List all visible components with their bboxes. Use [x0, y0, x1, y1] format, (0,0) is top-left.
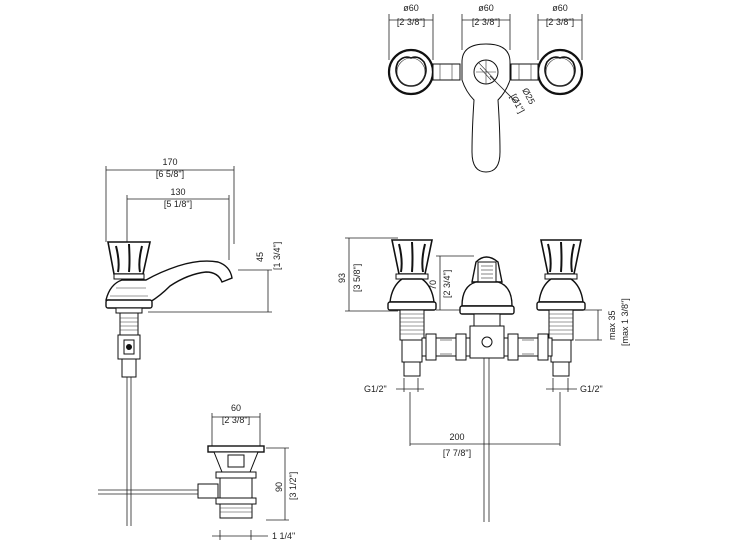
- top-center-handle-dim-metric: ø60: [478, 3, 494, 13]
- top-center-handle-dim-imperial: [2 3/8"]: [472, 17, 500, 27]
- side-height-imperial: [1 3/4"]: [272, 242, 282, 270]
- top-right-handle-dim-imperial: [2 3/8"]: [546, 17, 574, 27]
- side-overall-width-imperial: [6 5/8"]: [156, 169, 184, 179]
- top-left-handle: [387, 48, 435, 96]
- front-thread-left-label: G1/2": [364, 384, 387, 394]
- front-connector-pipes: [421, 333, 553, 361]
- front-centers-imperial: [7 7/8"]: [443, 448, 471, 458]
- front-right-valve: [536, 239, 586, 377]
- front-centers-metric: 200: [449, 432, 464, 442]
- front-max-imperial: [max 1 3/8"]: [620, 298, 630, 346]
- side-shank: [115, 307, 143, 526]
- front-spout-height-imperial: [2 3/4"]: [442, 270, 452, 298]
- top-left-handle-dim-metric: ø60: [403, 3, 419, 13]
- drain-width-metric: 60: [231, 403, 241, 413]
- drain-thread-label: 1 1/4": [272, 531, 295, 541]
- top-view: ø60 [2 3/8"] ø60 [2 3/8"] ø60 [2 3/8"] Ø…: [387, 3, 584, 173]
- top-right-handle: [536, 48, 584, 96]
- front-left-valve: [387, 239, 437, 377]
- top-dimension-lines: [388, 14, 583, 103]
- side-handle: [107, 241, 151, 280]
- side-view: 170 [6 5/8"] 130 [5 1/8"] 45 [1 3/4"]: [105, 157, 282, 526]
- side-spout-reach-imperial: [5 1/8"]: [164, 199, 192, 209]
- top-right-handle-dim-metric: ø60: [552, 3, 568, 13]
- front-max-metric: max 35: [607, 310, 617, 340]
- front-thread-right-label: G1/2": [580, 384, 603, 394]
- drain-width-imperial: [2 3/8"]: [222, 415, 250, 425]
- drain-height-imperial: [3 1/2"]: [288, 472, 298, 500]
- side-overall-width-metric: 170: [162, 157, 177, 167]
- top-center-lever: [461, 43, 511, 173]
- front-view: 93 [3 5/8"] 70 [2 3/4"] max 35 [max 1 3/…: [337, 237, 630, 522]
- front-center-spout: [459, 256, 515, 522]
- drain-height-metric: 90: [274, 482, 284, 492]
- drain-view: 60 [2 3/8"] 90 [3 1/2"] 1 1/4": [98, 403, 298, 541]
- front-height-imperial: [3 5/8"]: [352, 264, 362, 292]
- top-connecting-pipe: [432, 63, 539, 81]
- front-height-metric: 93: [337, 273, 347, 283]
- front-spout-height-metric: 70: [428, 280, 438, 290]
- side-spout-reach-metric: 130: [170, 187, 185, 197]
- side-spout: [105, 260, 233, 309]
- side-height-metric: 45: [255, 252, 265, 262]
- top-left-handle-dim-imperial: [2 3/8"]: [397, 17, 425, 27]
